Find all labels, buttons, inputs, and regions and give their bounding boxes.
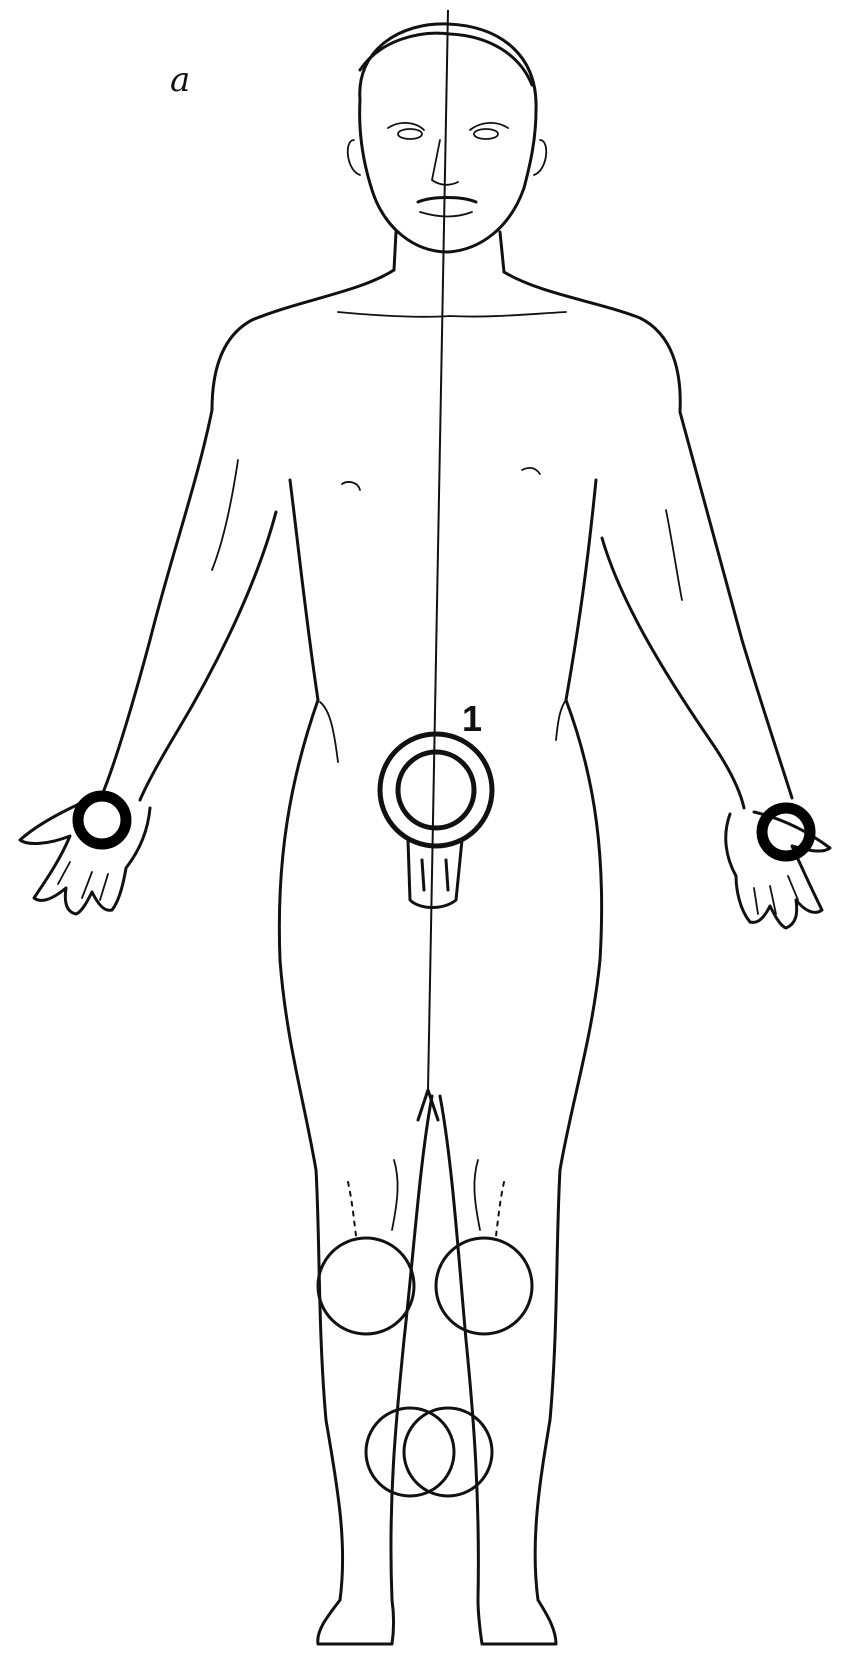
abdomen-marker [380, 734, 492, 908]
marker-number-label: 1 [462, 698, 482, 740]
left-foot [318, 1600, 394, 1644]
left-knee-marker [318, 1238, 414, 1334]
shin-marker-right [404, 1408, 492, 1496]
right-foot [478, 1600, 556, 1644]
left-arm [104, 410, 276, 800]
left-wrist-marker [78, 796, 126, 844]
shin-marker-left [366, 1408, 454, 1496]
right-arm [602, 412, 792, 808]
legs [280, 960, 600, 1600]
right-knee-marker [436, 1238, 532, 1334]
midline [428, 10, 448, 1090]
torso [212, 270, 680, 960]
panel-label: a [170, 60, 190, 100]
